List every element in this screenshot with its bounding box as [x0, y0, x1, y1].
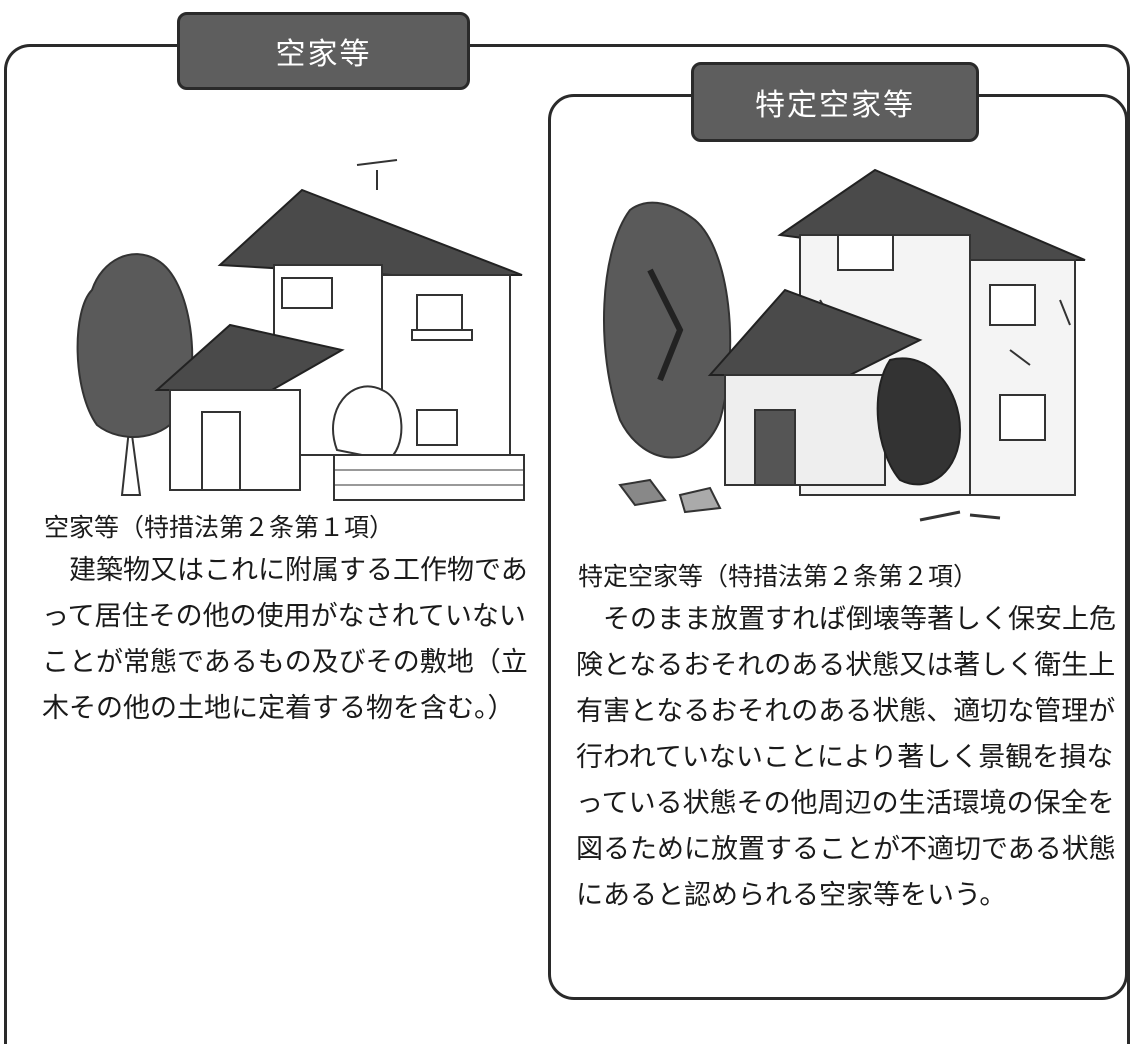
- collapsed-annex: [707, 288, 962, 486]
- annex-house: [154, 323, 345, 491]
- akiya-definition-title: 空家等（特措法第２条第１項）: [44, 513, 395, 542]
- debris: [618, 478, 1001, 522]
- akiya-definition-text: 建築物又はこれに附属する工作物であって居住その他の使用がなされていないことが常態…: [42, 555, 528, 724]
- tokutei-akiya-definition-text: そのまま放置すれば倒壊等著しく保安上危険となるおそれのある状態又は著しく衛生上有…: [576, 604, 1116, 911]
- overgrown-tree-illustration: [603, 201, 732, 459]
- dilapidated-house-illustration: [603, 168, 1086, 522]
- tokutei-akiya-tag: 特定空家等: [691, 62, 979, 142]
- akiya-panel-frame: [4, 44, 1130, 1044]
- tokutei-akiya-definition-title: 特定空家等（特措法第２条第２項）: [578, 562, 979, 591]
- bush-and-wall: [332, 385, 525, 501]
- vacant-house-illustration: [76, 159, 525, 501]
- akiya-tag: 空家等: [177, 12, 470, 90]
